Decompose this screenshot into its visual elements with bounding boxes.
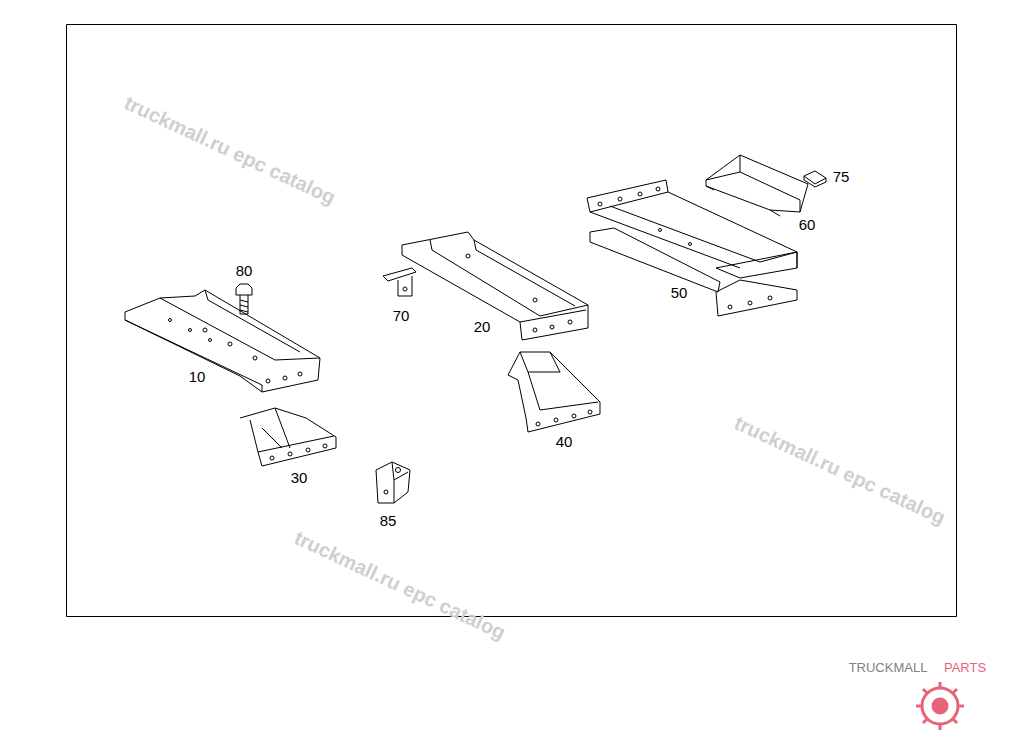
bracket-85 — [376, 462, 410, 503]
callout-number: 10 — [189, 369, 206, 384]
callout-number: 75 — [833, 169, 850, 184]
callout-number: 80 — [236, 263, 253, 278]
bolt-80 — [236, 284, 252, 314]
callout-number: 60 — [799, 217, 816, 232]
frame — [67, 25, 957, 617]
callout-number: 40 — [556, 434, 573, 449]
callout-number: 70 — [393, 308, 410, 323]
bracket-70 — [383, 268, 416, 296]
bracket-30 — [240, 408, 336, 466]
callout-number: 85 — [380, 513, 397, 528]
watermark: truckmall.ru epc catalog — [122, 92, 339, 207]
watermark: truckmall.ru epc catalog — [292, 527, 509, 642]
crossmember-50 — [587, 180, 797, 316]
callout-number: 30 — [291, 470, 308, 485]
crossmember-10 — [125, 290, 320, 392]
crossmember-20 — [402, 232, 588, 340]
callout-number: 20 — [474, 319, 491, 334]
clip-75 — [804, 171, 826, 187]
bracket-40 — [508, 352, 600, 432]
callout-number: 50 — [671, 285, 688, 300]
logo-text: PARTS — [944, 661, 986, 674]
watermark: truckmall.ru epc catalog — [732, 412, 949, 527]
logo-gear — [916, 682, 964, 730]
logo-text: TRUCKMALL — [849, 661, 928, 674]
cover-60 — [706, 155, 808, 216]
